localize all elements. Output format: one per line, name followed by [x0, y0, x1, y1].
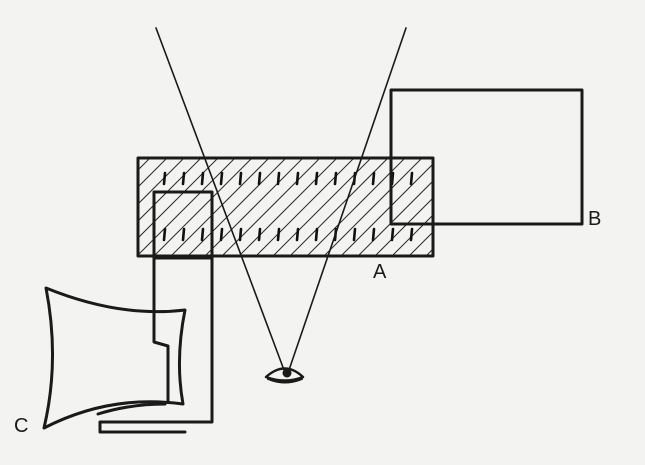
hatch-line — [138, 158, 151, 171]
tick-mark — [181, 171, 186, 186]
cable-right — [98, 256, 214, 434]
tick-mark — [181, 227, 186, 242]
tick-mark — [409, 227, 414, 242]
hatch-line — [306, 158, 406, 256]
tick-mark — [390, 227, 395, 242]
hatch-line — [289, 158, 389, 256]
tick-mark — [295, 227, 300, 242]
hatch-line — [425, 248, 433, 256]
hatch-line — [221, 158, 321, 256]
tick-mark — [200, 227, 205, 242]
tick-mark — [295, 171, 300, 186]
panel-a — [18, 156, 643, 258]
screen-c-base — [96, 402, 167, 416]
panel-a-ticks-bottom — [162, 227, 414, 242]
tick-mark — [333, 171, 338, 186]
small-frame-with-cable — [98, 190, 214, 434]
tick-mark — [219, 171, 224, 186]
label-c: C — [14, 415, 28, 437]
hatch-line — [323, 158, 423, 256]
hatch-line — [187, 158, 287, 256]
hatch-line — [511, 158, 609, 256]
eye-icon — [264, 367, 305, 384]
rectangle-b — [389, 88, 584, 226]
small-frame — [152, 190, 214, 260]
panel-a-outline — [136, 156, 435, 258]
hatch-line — [408, 231, 433, 256]
hatch-line — [391, 214, 433, 256]
hatch-line — [545, 158, 643, 256]
hatch-line — [255, 158, 355, 256]
tick-mark — [314, 227, 319, 242]
tick-mark — [257, 171, 262, 186]
tick-mark — [276, 171, 281, 186]
tick-mark — [371, 227, 376, 242]
cable-left — [152, 256, 170, 404]
hatch-line — [170, 158, 270, 256]
panel-a-ticks-top — [162, 171, 414, 186]
label-b: B — [588, 208, 601, 230]
tick-mark — [162, 227, 167, 242]
hatch-line — [138, 158, 185, 205]
hatch-line — [35, 158, 133, 256]
hatch-line — [528, 158, 626, 256]
tick-mark — [352, 227, 357, 242]
tick-mark — [219, 227, 224, 242]
tick-mark — [257, 227, 262, 242]
tick-mark — [238, 227, 243, 242]
hatch-line — [238, 158, 338, 256]
tick-mark — [314, 171, 319, 186]
hatch-line — [460, 158, 558, 256]
hatch-line — [477, 158, 575, 256]
label-a: A — [373, 261, 387, 283]
hatch-line — [138, 158, 168, 188]
hatch-line — [153, 158, 253, 256]
hatch-line — [18, 158, 116, 256]
sight-line-left — [155, 27, 285, 371]
tick-mark — [371, 171, 376, 186]
hatch-line — [443, 158, 541, 256]
hatch-line — [494, 158, 592, 256]
screen-c-outline — [42, 286, 187, 430]
tick-mark — [276, 227, 281, 242]
tick-mark — [409, 171, 414, 186]
panel-a-hatching — [18, 158, 643, 256]
tick-mark — [162, 171, 167, 186]
tick-mark — [200, 171, 205, 186]
sight-line-right — [288, 27, 407, 371]
screen-c — [42, 286, 187, 430]
tick-mark — [238, 171, 243, 186]
